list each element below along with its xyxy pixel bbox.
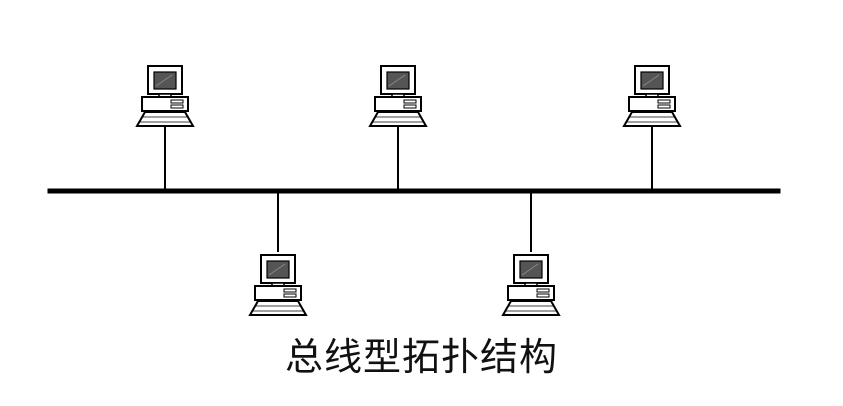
computer-2-icon: [369, 65, 427, 127]
computer-3-icon: [623, 65, 681, 127]
computer-1-icon: [136, 65, 194, 127]
diagram-caption: 总线型拓扑结构: [284, 335, 558, 379]
computer-4-icon: [249, 254, 307, 316]
computer-5-icon: [502, 254, 560, 316]
